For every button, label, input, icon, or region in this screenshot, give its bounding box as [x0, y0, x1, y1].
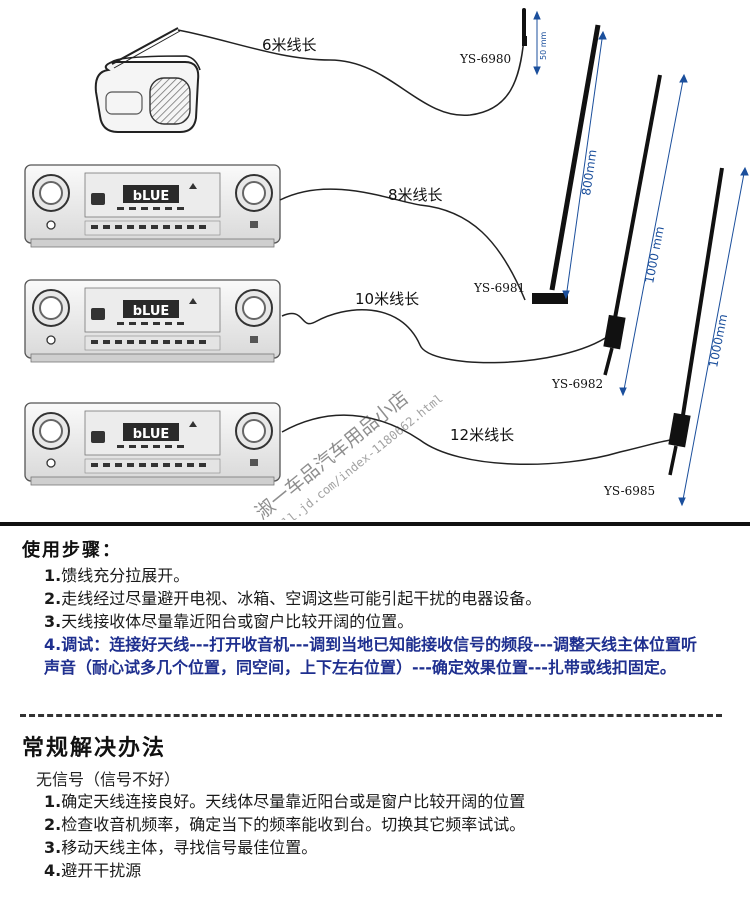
dim-label-6982: 1000 mm	[642, 225, 667, 284]
troubleshoot-item: 2.检查收音机频率，确定当下的频率能收到台。切换其它频率试试。	[44, 815, 526, 834]
portable-radio	[94, 27, 201, 133]
troubleshoot-list: 1.确定天线连接良好。天线体尽量靠近阳台或是窗户比较开阔的位置 2.检查收音机频…	[44, 790, 525, 882]
receiver-3: bLUE	[24, 402, 281, 486]
troubleshoot-item: 1.确定天线连接良好。天线体尽量靠近阳台或是窗户比较开阔的位置	[44, 792, 526, 811]
cable-10m	[281, 308, 611, 364]
section-divider	[0, 522, 750, 526]
feed-cables	[177, 29, 673, 465]
troubleshoot-subtitle: 无信号（信号不好）	[36, 770, 181, 789]
receiver-1: bLUE	[24, 164, 281, 248]
cable-label-6m: 6米线长	[262, 36, 317, 54]
cable-6m	[177, 29, 525, 116]
antenna-installation-diagram: bLUE bLUE bLUE 50 mm 800m	[24, 8, 749, 520]
model-label-6980: YS-6980	[459, 52, 511, 66]
model-label-6985: YS-6985	[603, 484, 655, 498]
antenna-ys-6982	[603, 74, 662, 376]
receiver-2: bLUE	[24, 279, 281, 363]
antenna-ys-6985	[668, 167, 724, 476]
cable-label-10m: 10米线长	[355, 290, 419, 308]
dimension-lines	[533, 10, 749, 507]
troubleshoot-item: 4.避开干扰源	[44, 861, 142, 880]
model-label-6981: YS-6981	[473, 281, 525, 295]
receiver-display-text: bLUE	[133, 427, 170, 442]
usage-step: 3.天线接收体尽量靠近阳台或窗户比较开阔的位置。	[44, 612, 414, 631]
receiver-display-text: bLUE	[133, 304, 170, 319]
cable-8m	[279, 188, 526, 301]
usage-steps-list: 1.馈线充分拉展开。 2.走线经过尽量避开电视、冰箱、空调这些可能引起干扰的电器…	[44, 564, 704, 679]
antenna-ys-6981	[532, 24, 601, 304]
troubleshoot-item: 3.移动天线主体，寻找信号最佳位置。	[44, 838, 318, 857]
dim-label-6980: 50 mm	[539, 31, 548, 60]
dim-label-6981: 800mm	[579, 149, 599, 197]
usage-step: 2.走线经过尽量避开电视、冰箱、空调这些可能引起干扰的电器设备。	[44, 589, 542, 608]
model-label-6982: YS-6982	[551, 377, 603, 391]
troubleshoot-title: 常规解决办法	[22, 736, 167, 761]
dashed-divider	[20, 714, 722, 717]
dim-label-6985: 1000mm	[706, 313, 730, 369]
cable-12m	[281, 414, 673, 465]
antenna-ys-6980	[522, 8, 527, 46]
usage-step: 1.馈线充分拉展开。	[44, 566, 190, 585]
cable-label-8m: 8米线长	[388, 186, 443, 204]
usage-steps-title: 使用步骤：	[22, 540, 122, 561]
cable-label-12m: 12米线长	[450, 426, 514, 444]
usage-step-tuning: 4.调试：连接好天线---打开收音机---调到当地已知能接收信号的频段---调整…	[44, 635, 697, 677]
receiver-display-text: bLUE	[133, 189, 170, 204]
